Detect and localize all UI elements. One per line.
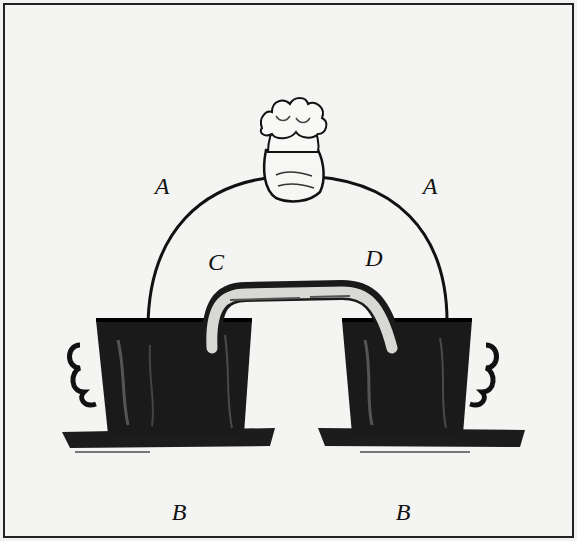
part-label: C — [208, 250, 224, 274]
part-label: B — [172, 500, 187, 524]
part-label: A — [155, 174, 170, 198]
part-label: A — [423, 174, 438, 198]
part-label: D — [365, 246, 382, 270]
part-label: B — [396, 500, 411, 524]
bridge-strip — [212, 290, 394, 350]
hand — [261, 98, 327, 201]
frame — [4, 4, 573, 537]
right-pot — [342, 320, 497, 434]
left-pot — [70, 320, 253, 434]
